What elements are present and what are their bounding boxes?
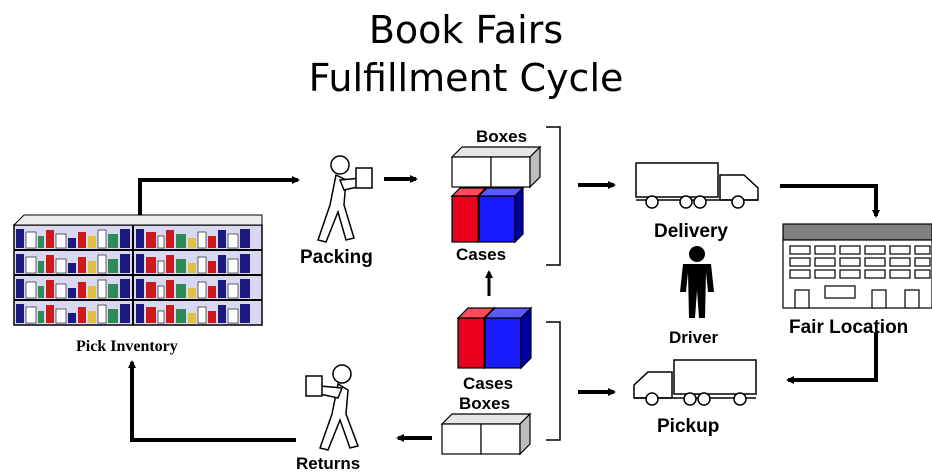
label-driver: Driver — [669, 328, 719, 347]
label-cases-top: Cases — [456, 245, 507, 264]
diagram-title-line2: Fulfillment Cycle — [308, 56, 624, 100]
boxes-stack-top-icon — [450, 145, 542, 189]
label-fair-location: Fair Location — [789, 317, 909, 338]
label-packing: Packing — [300, 247, 373, 268]
label-boxes-bottom: Boxes — [459, 394, 511, 413]
packing-person-icon — [317, 155, 373, 243]
pickup-truck-icon — [633, 359, 757, 406]
arrow-fair-to-pickup — [786, 332, 878, 384]
delivery-truck-icon — [635, 162, 759, 209]
label-cases-bottom: Cases — [463, 374, 514, 393]
cases-stack-top-icon — [450, 186, 525, 244]
label-pickup: Pickup — [657, 416, 720, 437]
boxes-stack-bottom-icon — [440, 412, 532, 456]
fair-location-building-icon — [782, 223, 932, 309]
arrow-returns-to-inventory — [128, 360, 296, 442]
bookshelf-icon — [12, 214, 263, 326]
label-returns: Returns — [296, 454, 361, 473]
label-delivery: Delivery — [654, 221, 728, 242]
driver-person-icon — [680, 246, 714, 318]
arrow-inventory-to-packing — [138, 176, 300, 215]
returns-person-icon — [305, 364, 359, 451]
arrow-delivery-to-fair — [780, 184, 880, 218]
label-boxes-top: Boxes — [476, 127, 528, 146]
cases-stack-bottom-icon — [456, 306, 533, 370]
label-pick-inventory: Pick Inventory — [76, 338, 178, 355]
bracket-top — [546, 126, 561, 266]
bracket-bottom — [546, 321, 561, 441]
diagram-title-line1: Book Fairs — [368, 8, 564, 52]
